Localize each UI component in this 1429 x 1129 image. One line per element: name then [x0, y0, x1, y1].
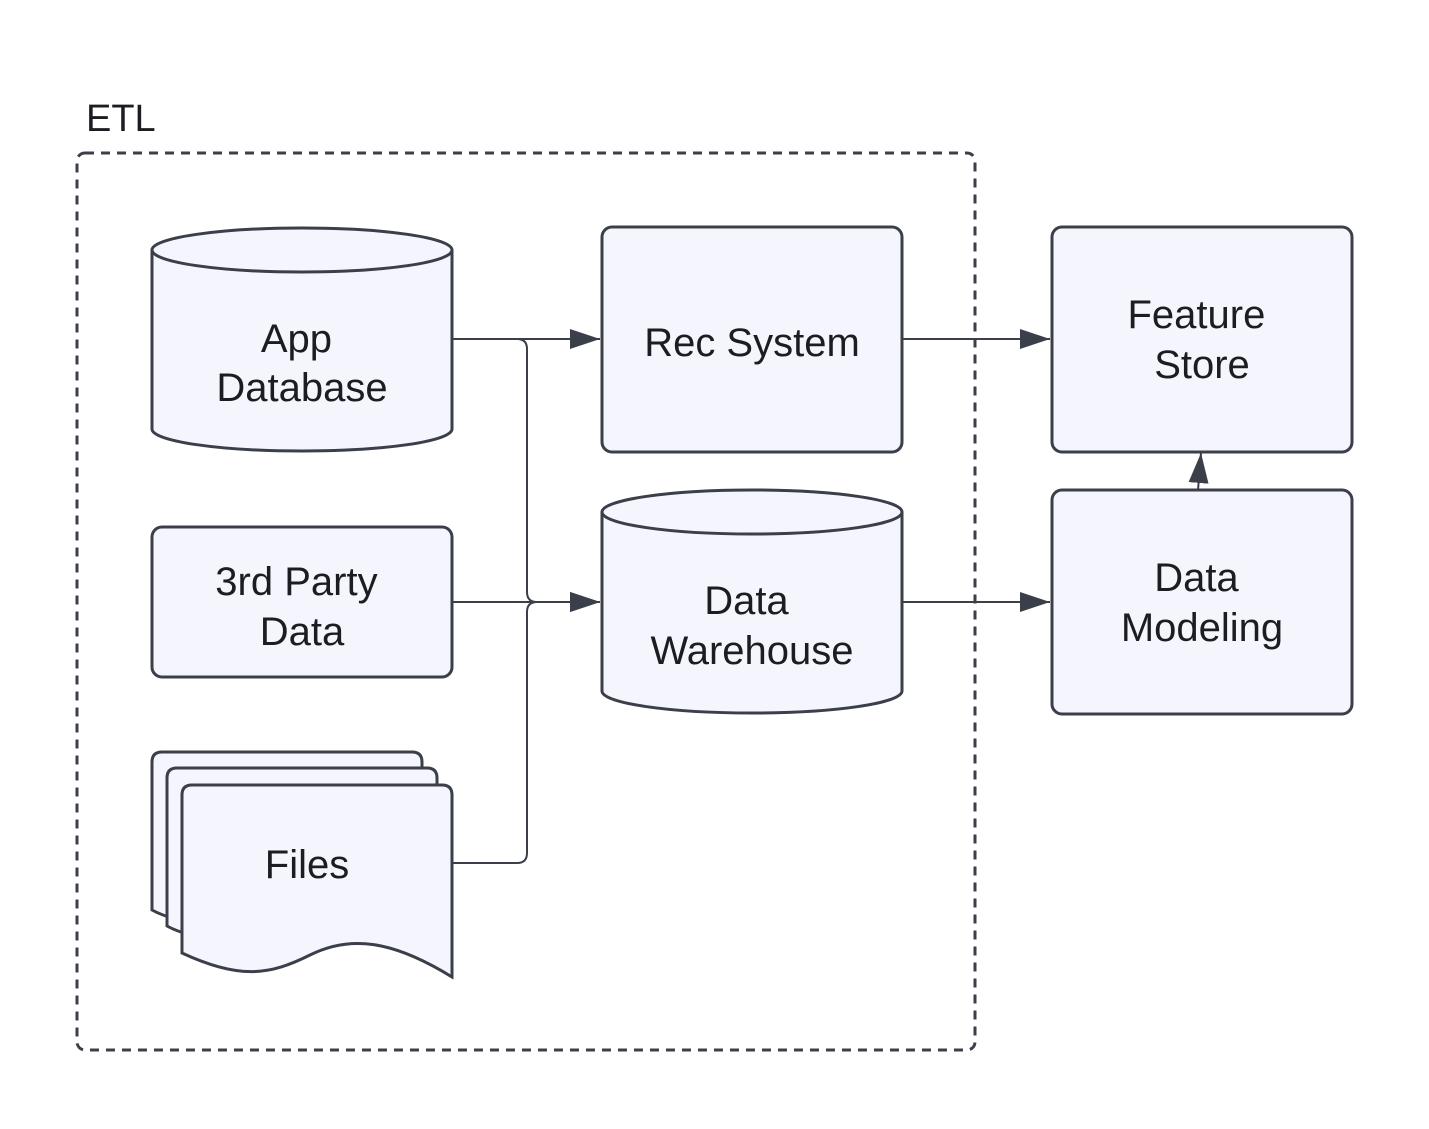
feature-store-label-line-1: Feature — [1128, 293, 1266, 337]
svg-text:Data Modeling: Data Modeling — [1121, 556, 1283, 650]
app-database-label-line-1: App — [261, 317, 332, 361]
files-label: Files — [265, 843, 349, 887]
edges — [453, 329, 1209, 864]
third-party-label-line-2: Data — [260, 610, 345, 654]
node-rec-system: Rec System — [600, 225, 904, 454]
node-data-modeling: Data Modeling — [1050, 488, 1354, 716]
third-party-label-line-1: 3rd Party — [215, 560, 377, 604]
rec-system-label: Rec System — [644, 321, 860, 365]
node-app-database: App Database — [150, 226, 454, 453]
edge-files-to-warehouse — [453, 592, 600, 864]
svg-text:App Database: App Database — [216, 317, 387, 410]
node-data-warehouse: Data Warehouse — [600, 488, 904, 715]
edge-data-modeling-to-feature-store — [1188, 452, 1209, 491]
node-third-party-data: 3rd Party Data — [150, 525, 454, 679]
data-modeling-label-line-1: Data — [1154, 556, 1239, 600]
svg-text:3rd Party Data: 3rd Party Data — [215, 560, 388, 654]
svg-text:Data Warehouse: Data Warehouse — [650, 579, 853, 673]
node-feature-store: Feature Store — [1050, 225, 1354, 454]
feature-store-label-line-2: Store — [1154, 343, 1250, 387]
edge-app-db-to-warehouse — [453, 338, 600, 612]
data-warehouse-label-line-1: Data — [704, 579, 789, 623]
svg-text:Feature Store: Feature Store — [1128, 293, 1277, 387]
app-database-label-line-2: Database — [216, 366, 387, 410]
data-warehouse-label-line-2: Warehouse — [650, 629, 853, 673]
etl-group-label: ETL — [86, 98, 156, 140]
data-modeling-label-line-2: Modeling — [1121, 606, 1283, 650]
node-files: Files — [150, 750, 454, 980]
